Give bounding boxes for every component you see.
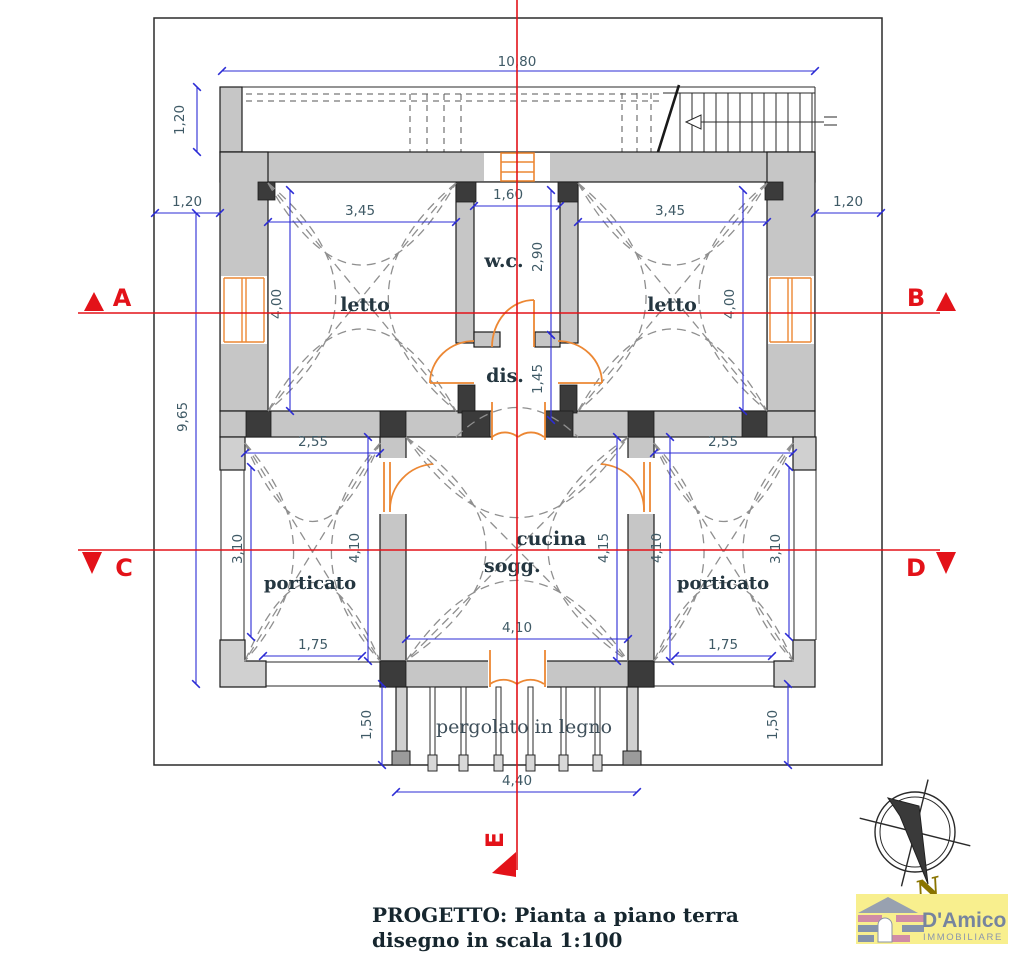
dim-total-height: 9,65 [175, 402, 191, 432]
room-label-sogg: sogg. [484, 555, 541, 577]
room-label-letto-left: letto [340, 294, 390, 316]
section-label-c: C [115, 554, 133, 582]
room-labels: letto letto w.c. dis. cucina sogg. porti… [264, 250, 769, 738]
window-letto-right [769, 277, 812, 343]
door-letto-left [429, 340, 475, 384]
dim-porticato-right-height: 3,10 [768, 534, 784, 564]
dim-dis-height: 1,45 [530, 364, 546, 394]
dim-pergola-left: 1,50 [359, 710, 375, 740]
stair-break-line [656, 84, 681, 153]
section-label-a: A [113, 284, 132, 312]
dim-porticato-left-height: 3,10 [230, 534, 246, 564]
dim-letto-right-height: 4,00 [722, 289, 738, 319]
dim-porticato-right-full: 4,10 [649, 533, 665, 563]
logo-house-icon [858, 897, 924, 943]
door-dis-cucina-double [491, 402, 546, 440]
door-porticato-right [600, 462, 651, 512]
section-marker-b-icon [936, 292, 956, 311]
dim-right-offset: 1,20 [833, 194, 863, 210]
dim-pergola-right: 1,50 [765, 710, 781, 740]
stair-arrow-icon [684, 114, 702, 130]
section-label-e: E [481, 832, 509, 848]
dim-wc-height: 2,90 [530, 242, 546, 272]
room-label-cucina: cucina [516, 528, 586, 550]
dim-wc-width: 1,60 [493, 187, 523, 203]
section-label-d: D [906, 554, 926, 582]
window-letto-left [223, 277, 265, 343]
room-label-dis: dis. [486, 365, 524, 387]
door-wc [491, 299, 535, 348]
north-compass: N [859, 779, 971, 908]
dim-porticato-right-width: 2,55 [708, 434, 738, 450]
room-label-letto-right: letto [647, 294, 697, 316]
section-marker-e-icon [492, 852, 516, 877]
dim-cucina-height: 4,15 [596, 533, 612, 563]
section-lines: A B C D E [78, 0, 956, 877]
balcony [219, 86, 815, 153]
dim-letto-right-width: 3,45 [655, 203, 685, 219]
doors [383, 299, 651, 687]
dim-left-offset: 1,20 [172, 194, 202, 210]
logo-subtitle: IMMOBILIARE [923, 932, 1003, 943]
room-label-porticato-right: porticato [677, 573, 769, 594]
section-marker-a-icon [84, 292, 104, 311]
dim-letto-left-height: 4,00 [269, 289, 285, 319]
compass-needle-icon [886, 797, 929, 885]
dim-porticato-left-col: 1,75 [298, 637, 328, 653]
agency-logo: D'Amico IMMOBILIARE [856, 894, 1008, 944]
section-marker-d-icon [936, 552, 956, 574]
stairs [621, 84, 837, 153]
room-label-porticato-left: porticato [264, 573, 356, 594]
dim-letto-left-width: 3,45 [345, 203, 375, 219]
room-label-wc: w.c. [483, 250, 523, 272]
door-entrance-double [489, 650, 546, 687]
dim-porticato-left-full: 4,10 [347, 533, 363, 563]
section-label-b: B [907, 284, 925, 312]
project-title-line1: PROGETTO: Pianta a piano terra [372, 903, 739, 927]
walls [219, 151, 817, 688]
dimensions: 10,80 1,20 1,20 1,20 9,65 3,45 1,60 3,45… [150, 54, 886, 797]
section-marker-c-icon [82, 552, 102, 574]
dim-balcony-height: 1,20 [172, 105, 188, 135]
vault-dashes [243, 181, 795, 663]
door-letto-right [557, 340, 603, 384]
pergola [391, 686, 642, 772]
logo-name: D'Amico [922, 909, 1006, 932]
dim-porticato-left-width: 2,55 [298, 434, 328, 450]
project-title-line2: disegno in scala 1:100 [372, 928, 622, 952]
room-label-pergolato: pergolato in legno [436, 716, 612, 738]
title-block: PROGETTO: Pianta a piano terra disegno i… [372, 903, 739, 952]
door-porticato-left [383, 462, 434, 512]
dim-porticato-right-col: 1,75 [708, 637, 738, 653]
